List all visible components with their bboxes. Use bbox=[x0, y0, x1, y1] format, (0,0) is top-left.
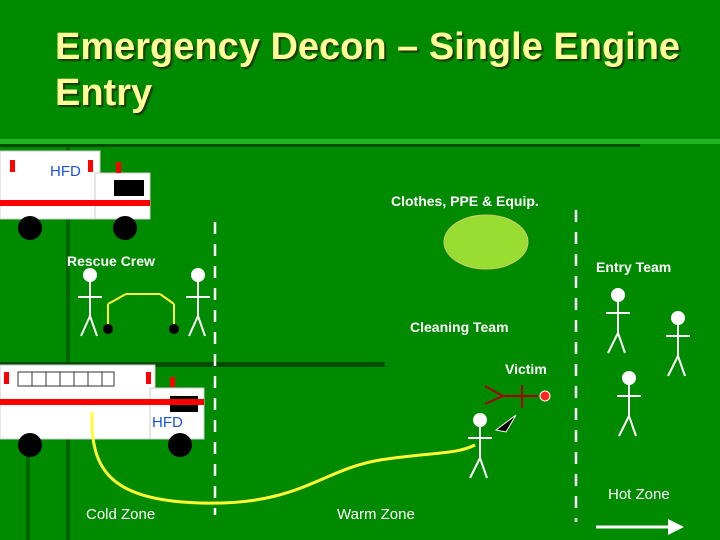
ambulance bbox=[0, 150, 151, 240]
slide-title: Emergency Decon – Single Engine Entry bbox=[55, 26, 681, 114]
entry-member-1-figure bbox=[606, 288, 630, 354]
hot-zone-arrow bbox=[596, 519, 684, 535]
cold-zone-label: Cold Zone bbox=[86, 506, 156, 523]
entry-member-2-figure bbox=[666, 311, 690, 377]
victim-figure bbox=[484, 385, 551, 408]
rescuer-right-figure bbox=[186, 268, 210, 337]
hose-nozzle bbox=[494, 414, 517, 433]
ambulance-wheel-front bbox=[113, 216, 137, 240]
clothes-label: Clothes, PPE & Equip. bbox=[391, 193, 539, 209]
clothes-pile bbox=[443, 214, 529, 270]
hose-operator-figure bbox=[468, 413, 492, 479]
stretcher-wheel-left bbox=[103, 324, 113, 334]
engine-label: HFD bbox=[152, 414, 183, 431]
lower-divider-shadow bbox=[0, 362, 385, 367]
rescuer-left-figure bbox=[78, 268, 102, 337]
cleaning-team-label: Cleaning Team bbox=[410, 319, 509, 335]
ambulance-wheel-rear bbox=[18, 216, 42, 240]
entry-team-label: Entry Team bbox=[596, 259, 672, 275]
left-edge-shadow bbox=[66, 147, 70, 540]
rescue-crew-label: Rescue Crew bbox=[67, 253, 155, 269]
ambulance-stripe bbox=[0, 200, 150, 206]
ladder bbox=[17, 371, 115, 387]
ambulance-window bbox=[114, 180, 144, 196]
victim-label: Victim bbox=[505, 361, 547, 377]
upper-divider-shadow bbox=[0, 143, 640, 147]
lower-left-shadow bbox=[26, 440, 30, 540]
warm-zone-label: Warm Zone bbox=[337, 506, 415, 523]
upper-divider bbox=[0, 139, 720, 144]
stretcher-wheel-right bbox=[169, 324, 179, 334]
fire-engine bbox=[0, 364, 205, 457]
rescue-crew-figures bbox=[78, 268, 210, 337]
hot-zone-label: Hot Zone bbox=[608, 486, 670, 503]
entry-member-3-figure bbox=[617, 371, 641, 437]
entry-team-figures bbox=[606, 288, 690, 437]
engine-wheel-rear bbox=[18, 433, 42, 457]
stretcher bbox=[107, 293, 175, 326]
engine-stripe bbox=[0, 399, 204, 405]
hose-line bbox=[90, 411, 476, 505]
engine-wheel-front bbox=[168, 433, 192, 457]
ambulance-label: HFD bbox=[50, 163, 81, 180]
